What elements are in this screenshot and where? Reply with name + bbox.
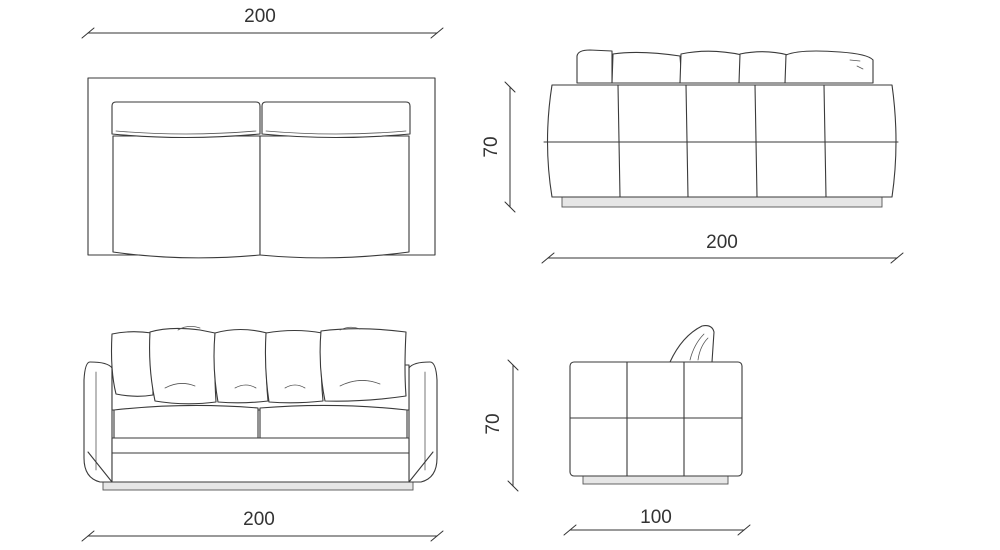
- side-view-depth-dimension: 100: [563, 507, 751, 536]
- back-view-pillow-2: [611, 51, 683, 84]
- front-view-arm-right: [408, 361, 438, 483]
- front-view: 200: [81, 326, 444, 542]
- back-view-body: [546, 84, 897, 198]
- side-view-body: [569, 361, 743, 477]
- top-view-seat-right: [259, 135, 410, 259]
- front-view-seat-right: [259, 404, 408, 439]
- front-view-width-dimension: 200: [81, 509, 444, 542]
- front-view-plinth: [102, 481, 414, 491]
- top-view-back-cushion-left: [111, 101, 261, 139]
- side-view: 70 100: [483, 325, 751, 536]
- top-view-seat-left: [112, 135, 261, 259]
- front-view-width-label: 200: [243, 509, 275, 530]
- back-view-width-label: 200: [706, 232, 738, 253]
- side-view-height-dimension: 70: [483, 359, 519, 492]
- back-view-width-dimension: 200: [541, 232, 904, 264]
- side-view-height-label: 70: [483, 413, 504, 434]
- front-view-pillow-3: [213, 328, 269, 404]
- front-view-pillow-1: [110, 331, 154, 397]
- front-view-base: [111, 437, 410, 483]
- top-view-back-cushion-right: [261, 101, 411, 139]
- front-view-pillow-5: [319, 328, 407, 402]
- back-view-pillow-5: [784, 50, 874, 84]
- top-view: 200: [81, 6, 444, 259]
- back-view: 70 200: [481, 49, 904, 264]
- front-view-pillow-2: [149, 327, 217, 405]
- front-view-pillow-4: [264, 329, 324, 404]
- front-view-seat-left: [113, 404, 259, 439]
- side-view-pillow: [669, 325, 715, 363]
- top-view-width-label: 200: [244, 6, 276, 27]
- side-view-plinth: [582, 475, 729, 485]
- back-view-pillow-3: [679, 50, 743, 84]
- back-view-height-label: 70: [481, 136, 502, 157]
- back-view-height-dimension: 70: [481, 81, 516, 213]
- front-view-arm-left: [83, 361, 113, 483]
- back-view-plinth: [561, 196, 883, 208]
- side-view-depth-label: 100: [640, 507, 672, 528]
- top-view-width-dimension: 200: [81, 6, 444, 39]
- back-view-pillow-4: [738, 51, 789, 84]
- back-view-pillow-1: [576, 49, 613, 84]
